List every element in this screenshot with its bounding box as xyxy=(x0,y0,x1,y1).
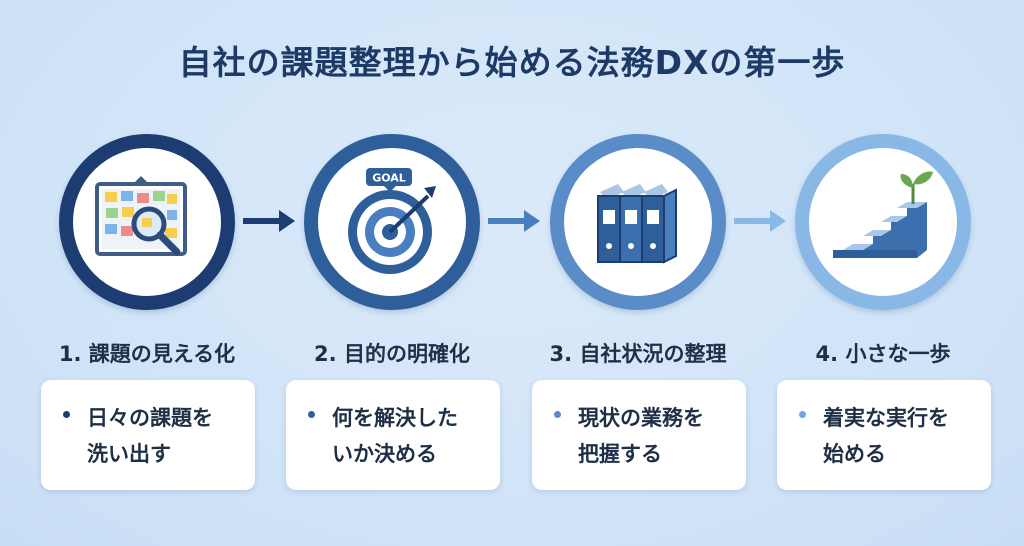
page-title: 自社の課題整理から始める法務DXの第一歩 xyxy=(178,43,846,82)
arrow-3 xyxy=(734,210,786,232)
step-2-line-1: 何を解決した xyxy=(332,406,458,430)
step-4-card: 着実な実行を 始める xyxy=(777,380,991,490)
stairs-sprout-icon xyxy=(833,171,933,258)
step-4-circle xyxy=(795,134,971,310)
step-3-title: 3. 自社状況の整理 xyxy=(549,342,727,366)
goal-badge-text: GOAL xyxy=(372,172,406,185)
binders-icon xyxy=(597,184,677,264)
step-2-line-2: いか決める xyxy=(332,442,437,466)
step-1-card: 日々の課題を 洗い出す xyxy=(41,380,255,490)
arrow-2 xyxy=(488,210,540,232)
step-3-line-1: 現状の業務を xyxy=(578,406,704,430)
bullet-dot xyxy=(799,411,806,418)
step-4-line-2: 始める xyxy=(823,442,886,466)
step-2-circle: GOAL xyxy=(304,134,480,310)
arrow-1 xyxy=(243,210,295,232)
bulletin-board-magnifier-icon xyxy=(95,176,187,256)
step-1-line-2: 洗い出す xyxy=(87,442,171,466)
step-4-line-1: 着実な実行を xyxy=(823,406,949,430)
step-3-circle xyxy=(550,134,726,310)
step-1-line-1: 日々の課題を xyxy=(87,406,213,430)
goal-target-icon: GOAL xyxy=(348,168,436,274)
step-3-card: 現状の業務を 把握する xyxy=(532,380,746,490)
step-1-title: 1. 課題の見える化 xyxy=(58,342,236,366)
step-3-line-2: 把握する xyxy=(578,442,662,466)
bullet-dot xyxy=(554,411,561,418)
step-4-title: 4. 小さな一歩 xyxy=(815,342,951,366)
step-2-card: 何を解決した いか決める xyxy=(286,380,500,490)
step-2-title: 2. 目的の明確化 xyxy=(314,342,470,366)
step-1-circle xyxy=(59,134,235,310)
bullet-dot xyxy=(308,411,315,418)
bullet-dot xyxy=(63,411,70,418)
